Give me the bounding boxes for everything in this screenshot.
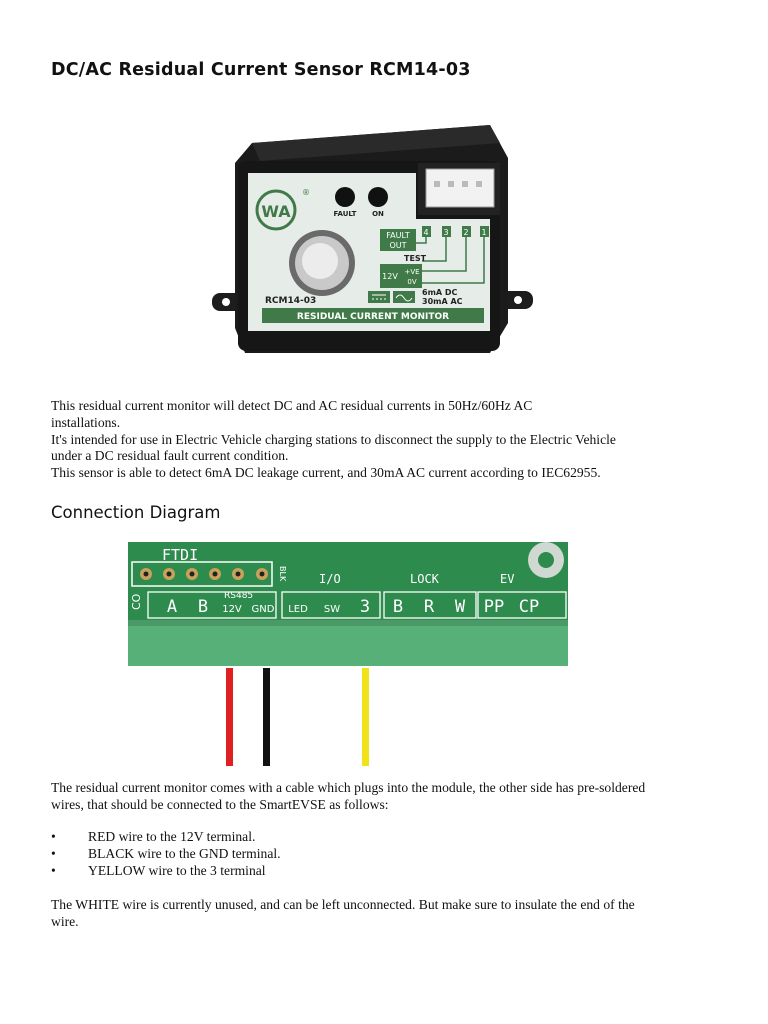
rs485-label: RS485 <box>224 591 253 601</box>
terminal-12v: 12V <box>222 604 242 615</box>
ftdi-label: FTDI <box>162 546 198 564</box>
pin-4: 4 <box>423 228 428 237</box>
io-label: I/O <box>319 572 341 586</box>
white-wire-line: The WHITE wire is currently unused, and … <box>51 897 635 912</box>
terminal-a: A <box>167 597 177 617</box>
wire-yellow <box>362 668 369 766</box>
terminal-pp: PP <box>484 597 504 617</box>
intro-line: installations. <box>51 414 121 430</box>
wire-red <box>226 668 233 766</box>
intro-line: This sensor is able to detect 6mA DC lea… <box>51 465 601 481</box>
spec-dc: 6mA DC <box>422 288 458 297</box>
list-item: • RED wire to the 12V terminal. <box>51 829 281 846</box>
bullet-marker: • <box>51 845 56 861</box>
bullet-marker: • <box>51 862 56 878</box>
pin-3: 3 <box>443 228 448 237</box>
terminal-lock-b: B <box>393 597 403 617</box>
ev-label: EV <box>500 572 514 586</box>
wire-connection-list: • RED wire to the 12V terminal. • BLACK wi… <box>51 829 281 879</box>
ve-zero-label: 0V <box>407 278 416 286</box>
fault-out-line2: OUT <box>389 241 406 250</box>
cable-paragraph: The residual current monitor comes with … <box>51 780 645 814</box>
list-item-text: YELLOW wire to the 3 terminal <box>88 862 266 878</box>
model-label: RCM14-03 <box>265 296 316 306</box>
lock-label: LOCK <box>410 572 440 586</box>
pin-2: 2 <box>463 228 468 237</box>
cable-line: wires, that should be connected to the S… <box>51 796 389 812</box>
logo-mark: ® <box>302 188 310 197</box>
intro-line: This residual current monitor will detec… <box>51 398 533 413</box>
co-label: CO <box>130 593 143 610</box>
bullet-marker: • <box>51 829 56 844</box>
spec-ac: 30mA AC <box>422 297 463 306</box>
sensor-photo: WA ® FAULT ON FAULT OUT 4 3 2 1 TEST 12V… <box>190 103 555 381</box>
terminal-sw: SW <box>324 604 340 615</box>
terminal-led: LED <box>288 604 308 615</box>
intro-line: It's intended for use in Electric Vehicl… <box>51 431 616 447</box>
list-item: • BLACK wire to the GND terminal. <box>51 846 281 863</box>
ve-plus-label: +VE <box>404 268 419 276</box>
terminal-3: 3 <box>360 597 370 617</box>
pin-1: 1 <box>481 228 486 237</box>
list-item-text: BLACK wire to the GND terminal. <box>88 845 281 861</box>
v12-label: 12V <box>382 272 398 281</box>
list-item: • YELLOW wire to the 3 terminal <box>51 863 281 880</box>
blk-label: BLK <box>278 566 287 582</box>
terminal-lock-r: R <box>424 597 435 617</box>
terminal-gnd: GND <box>252 604 275 615</box>
connection-diagram: FTDI BLK I/O LOCK EV RS485 CO A B 12V GN… <box>126 540 570 770</box>
terminal-cp: CP <box>519 597 539 617</box>
logo-text: WA <box>261 202 291 221</box>
test-label: TEST <box>404 254 427 263</box>
page-title: DC/AC Residual Current Sensor RCM14-03 <box>51 60 471 80</box>
fault-out-line1: FAULT <box>386 231 410 240</box>
intro-line: under a DC residual fault current condit… <box>51 448 289 464</box>
white-wire-line: wire. <box>51 913 79 929</box>
connection-diagram-heading: Connection Diagram <box>51 503 221 522</box>
intro-paragraph: This residual current monitor will detec… <box>51 398 616 482</box>
wire-black <box>263 668 270 766</box>
banner-text: RESIDUAL CURRENT MONITOR <box>297 312 449 322</box>
led-fault-label: FAULT <box>334 210 357 218</box>
list-item-text: RED wire to the 12V terminal. <box>88 829 256 844</box>
led-on-label: ON <box>372 210 384 218</box>
white-wire-paragraph: The WHITE wire is currently unused, and … <box>51 897 635 931</box>
terminal-lock-w: W <box>455 597 466 617</box>
cable-line: The residual current monitor comes with … <box>51 780 646 795</box>
terminal-b: B <box>198 597 208 617</box>
